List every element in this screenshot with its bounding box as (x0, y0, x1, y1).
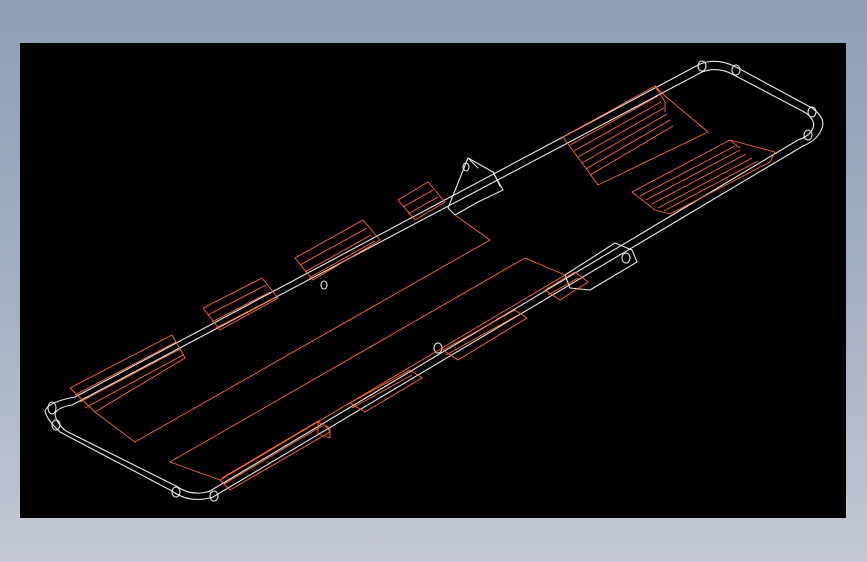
bed-panels (69, 85, 776, 491)
wireframe-drawing (44, 60, 824, 502)
tube-frame (44, 60, 824, 502)
cad-viewport[interactable] (20, 43, 846, 518)
